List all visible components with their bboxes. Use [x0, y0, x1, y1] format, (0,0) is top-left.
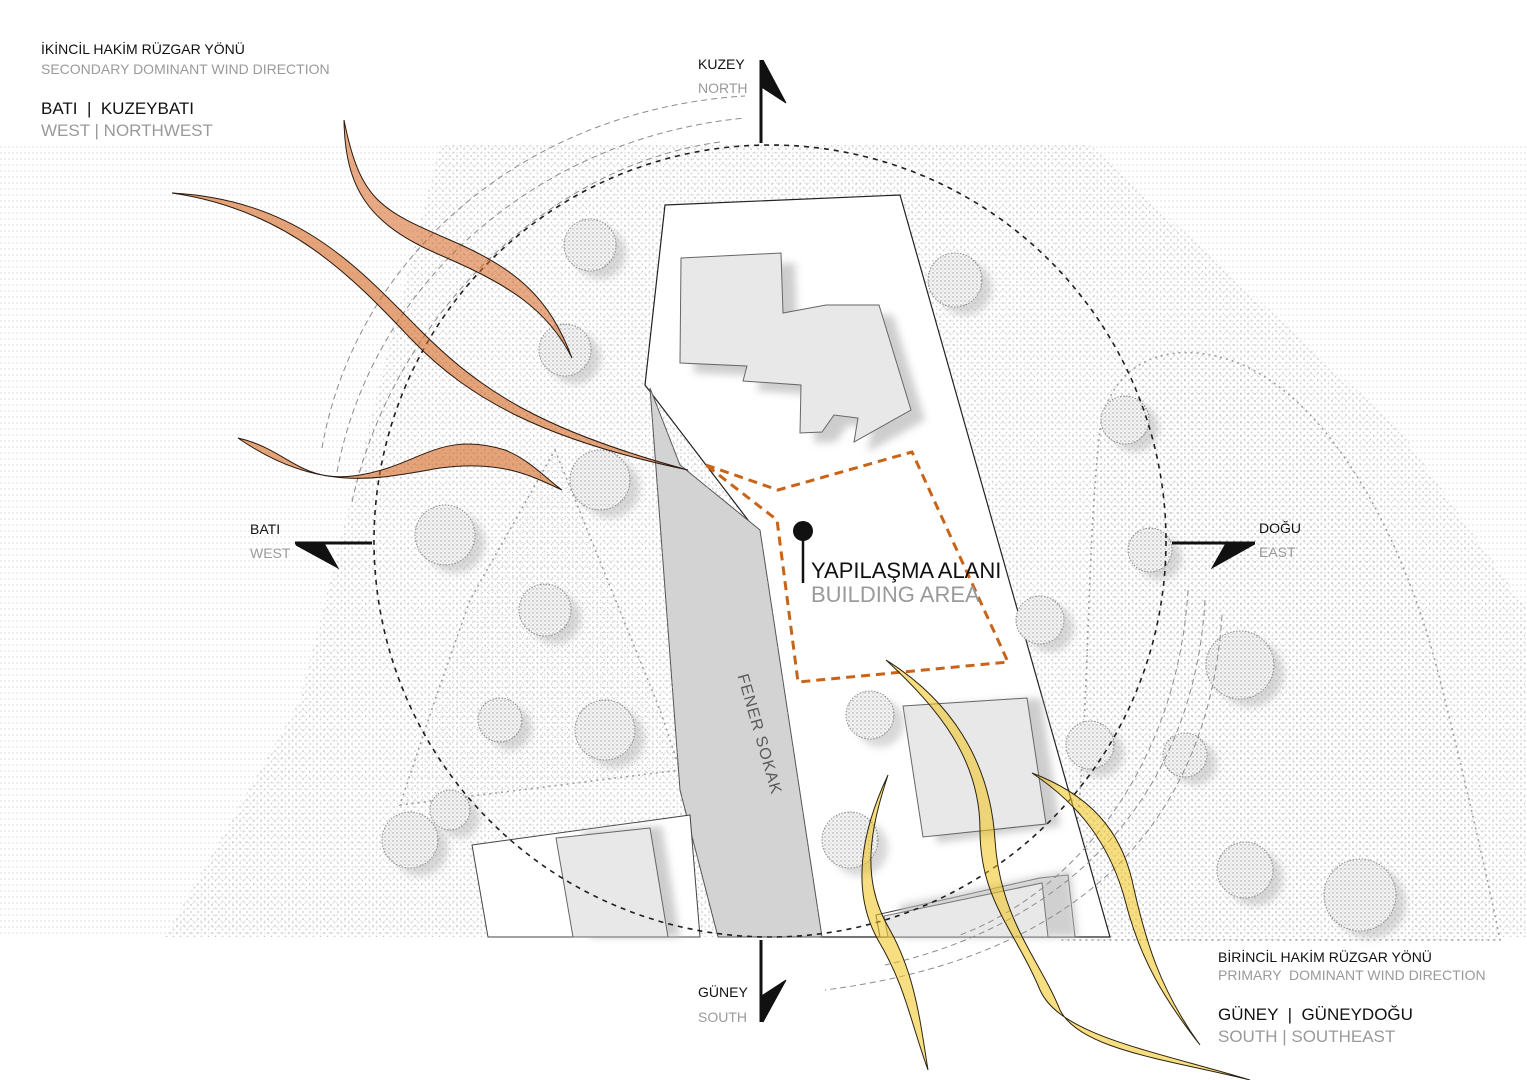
south-flag-icon [762, 979, 787, 1023]
tree-canopy [429, 789, 471, 831]
building-area-boundary [705, 450, 1011, 684]
tree-canopy [927, 252, 983, 308]
tree-canopy [574, 699, 636, 761]
tree-canopy [381, 811, 439, 869]
tree-canopy [1127, 527, 1173, 573]
site-radius-circle [373, 144, 1167, 938]
secondary-wind-title-en: SECONDARY DOMINANT WIND DIRECTION [41, 61, 330, 77]
west-label-tr: BATI [250, 521, 281, 537]
tree-canopy [1216, 841, 1274, 899]
east-label-en: EAST [1259, 544, 1296, 560]
tree-canopy [538, 323, 592, 377]
primary-wind-direction-en: SOUTH | SOUTHEAST [1218, 1027, 1396, 1046]
secondary-wind-direction-tr: BATI | KUZEYBATI [41, 99, 195, 118]
tree-canopy [845, 690, 895, 740]
compass-marks [295, 59, 1255, 1023]
tree-canopy [1100, 395, 1150, 445]
primary-wind-ribbons [861, 659, 1251, 1080]
tree-canopy [414, 504, 476, 566]
north-flag-icon [762, 59, 787, 104]
tree-canopy [569, 449, 631, 511]
south-label-en: SOUTH [698, 1009, 747, 1025]
tree-canopy [1065, 720, 1115, 770]
tree-canopy [477, 697, 523, 743]
tree-canopy [518, 583, 572, 637]
building-area-label-en: BUILDING AREA [811, 582, 980, 607]
trees [381, 218, 1406, 939]
east-label-tr: DOĞU [1259, 520, 1301, 536]
building-south-west [555, 827, 669, 938]
primary-wind-direction-tr: GÜNEY | GÜNEYDOĞU [1218, 1005, 1413, 1024]
primary-wind-title-en: PRIMARY DOMINANT WIND DIRECTION [1218, 967, 1486, 983]
tree-canopy [1205, 630, 1275, 700]
location-pin-icon [793, 521, 813, 583]
terrain-east [1059, 351, 1501, 941]
secondary-wind-direction-en: WEST | NORTHWEST [41, 121, 213, 140]
primary-wind-title-tr: BİRİNCİL HAKİM RÜZGAR YÖNÜ [1218, 949, 1432, 965]
wind-arcs [321, 95, 1223, 991]
tree-canopy [1323, 858, 1397, 932]
building-area-label-tr: YAPILAŞMA ALANI [811, 558, 1002, 583]
tree-canopy [1015, 595, 1065, 645]
tree-canopy [563, 218, 617, 272]
east-flag-icon [1210, 544, 1255, 570]
building-north [679, 252, 912, 443]
north-label-en: NORTH [698, 80, 748, 96]
west-label-en: WEST [250, 545, 291, 561]
north-label-tr: KUZEY [698, 56, 745, 72]
tree-canopy [1162, 732, 1208, 778]
west-flag-icon [295, 544, 340, 570]
south-label-tr: GÜNEY [698, 984, 748, 1000]
street-hatch [650, 388, 822, 937]
secondary-wind-ribbons [171, 119, 689, 491]
secondary-wind-title-tr: İKİNCİL HAKİM RÜZGAR YÖNÜ [41, 41, 245, 57]
